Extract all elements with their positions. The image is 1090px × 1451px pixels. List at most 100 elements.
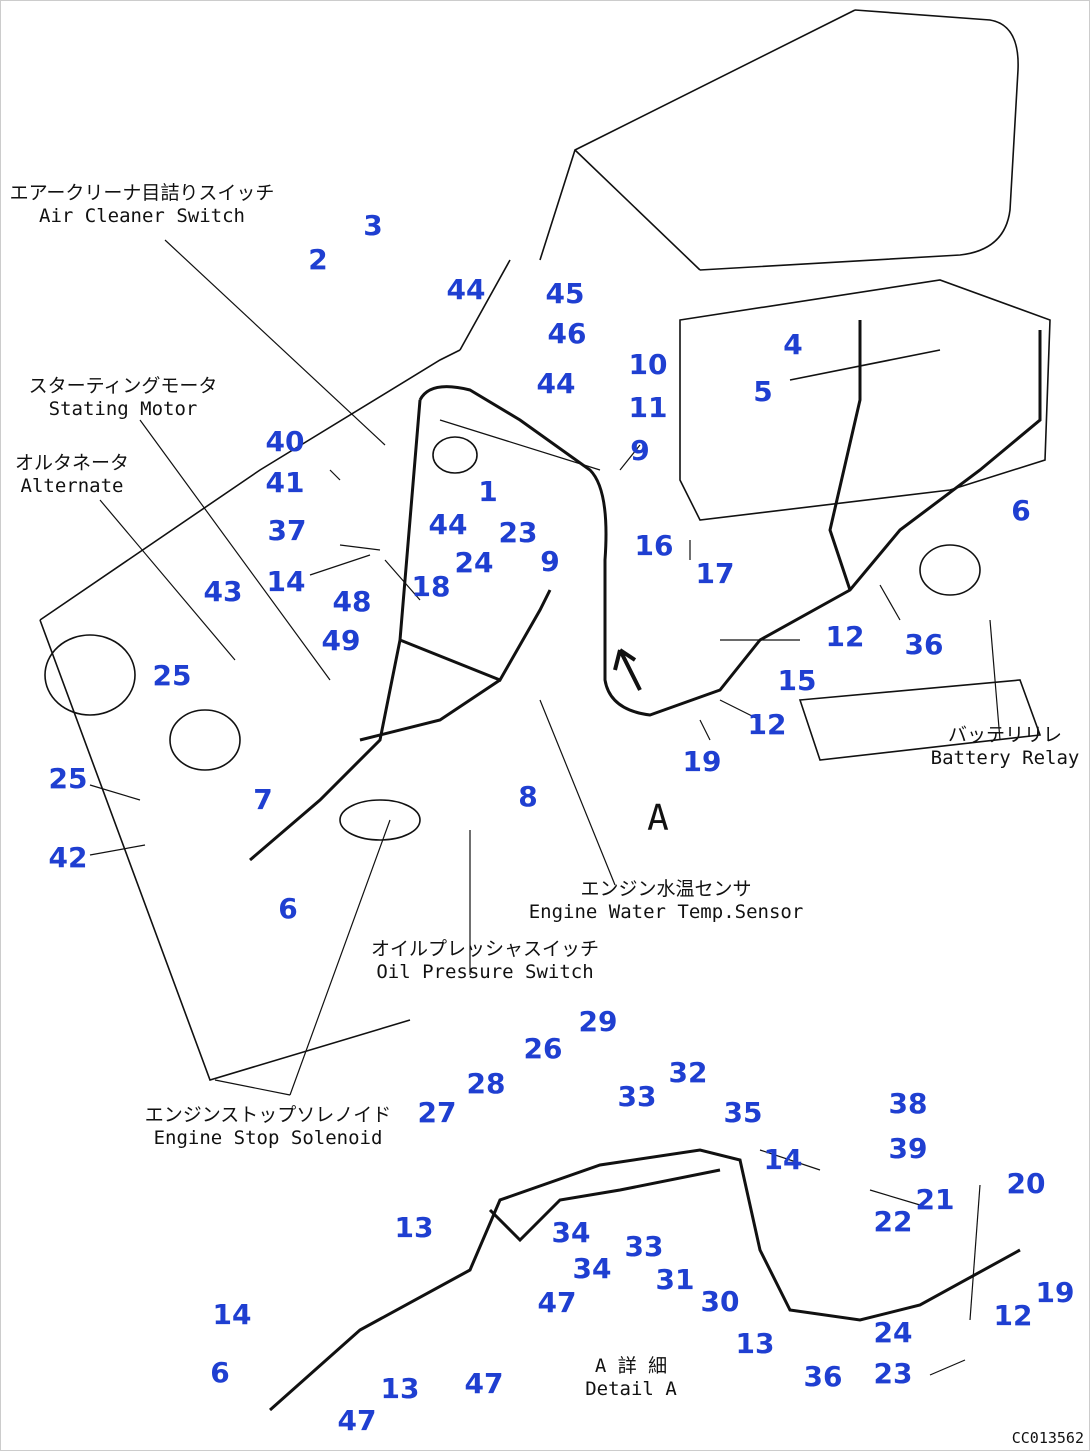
callout-21[interactable]: 21 <box>915 1183 955 1216</box>
starter-outline <box>44 634 136 716</box>
callout-12-a[interactable]: 12 <box>825 620 865 653</box>
callout-44-a[interactable]: 44 <box>446 273 486 306</box>
callout-28[interactable]: 28 <box>466 1067 506 1100</box>
callout-25-b[interactable]: 25 <box>48 762 88 795</box>
callout-22[interactable]: 22 <box>873 1205 913 1238</box>
callout-35[interactable]: 35 <box>723 1096 763 1129</box>
callout-41[interactable]: 41 <box>265 466 305 499</box>
callout-13-b[interactable]: 13 <box>380 1372 420 1405</box>
callout-13-a[interactable]: 13 <box>394 1211 434 1244</box>
callout-47-c[interactable]: 47 <box>337 1404 377 1437</box>
view-arrow <box>613 648 642 691</box>
callout-27[interactable]: 27 <box>417 1096 457 1129</box>
callout-26[interactable]: 26 <box>523 1032 563 1065</box>
callout-14-b[interactable]: 14 <box>763 1143 803 1176</box>
detail-harness-2 <box>488 1168 721 1243</box>
callout-36-a[interactable]: 36 <box>904 628 944 661</box>
label-battery-relay: バッテリリレ Battery Relay <box>931 724 1080 770</box>
water-temp-jp: エンジン水温センサ <box>580 878 752 900</box>
callout-10[interactable]: 10 <box>628 348 668 381</box>
callout-18[interactable]: 18 <box>411 570 451 603</box>
drawing-code: CC013562 <box>1011 1429 1084 1447</box>
callout-19-a[interactable]: 19 <box>682 745 722 778</box>
callout-6-left[interactable]: 6 <box>278 892 298 925</box>
callout-9-a[interactable]: 9 <box>630 434 650 467</box>
callout-30[interactable]: 30 <box>700 1285 740 1318</box>
callout-2[interactable]: 2 <box>308 243 328 276</box>
callout-4[interactable]: 4 <box>783 328 803 361</box>
callout-13-c[interactable]: 13 <box>735 1327 775 1360</box>
callout-20[interactable]: 20 <box>1006 1167 1046 1200</box>
callout-42[interactable]: 42 <box>48 841 88 874</box>
callout-29[interactable]: 29 <box>578 1005 618 1038</box>
callout-40[interactable]: 40 <box>265 425 305 458</box>
oil-pressure-en: Oil Pressure Switch <box>376 960 594 983</box>
callout-7[interactable]: 7 <box>253 783 273 816</box>
callout-23-a[interactable]: 23 <box>498 516 538 549</box>
callout-47-b[interactable]: 47 <box>464 1367 504 1400</box>
callout-33-b[interactable]: 33 <box>624 1230 664 1263</box>
detail-jp: A 詳 細 <box>594 1355 668 1377</box>
callout-6-detail[interactable]: 6 <box>210 1356 230 1389</box>
battery-relay-outline <box>919 544 981 596</box>
callout-6-top[interactable]: 6 <box>1011 494 1031 527</box>
seat-cushion <box>679 279 1051 521</box>
alternator-outline <box>169 709 241 771</box>
callout-33-a[interactable]: 33 <box>617 1080 657 1113</box>
callout-25-a[interactable]: 25 <box>152 659 192 692</box>
label-detail-a: A 詳 細 Detail A <box>585 1355 677 1401</box>
callout-8[interactable]: 8 <box>518 780 538 813</box>
battery-relay-jp: バッテリリレ <box>947 724 1062 746</box>
label-air-cleaner-switch: エアークリーナ目詰りスイッチ Air Cleaner Switch <box>10 182 275 228</box>
callout-38[interactable]: 38 <box>888 1087 928 1120</box>
callout-36-b[interactable]: 36 <box>803 1360 843 1393</box>
callout-14-a[interactable]: 14 <box>266 565 306 598</box>
starting-motor-jp: スターティングモータ <box>28 375 218 397</box>
callout-32[interactable]: 32 <box>668 1056 708 1089</box>
fuse-outline <box>432 436 478 474</box>
view-a-letter: A <box>647 798 669 839</box>
callout-43[interactable]: 43 <box>203 575 243 608</box>
callout-44-c[interactable]: 44 <box>428 508 468 541</box>
label-oil-pressure-switch: オイルプレッシャスイッチ Oil Pressure Switch <box>371 938 599 984</box>
stop-solenoid-en: Engine Stop Solenoid <box>153 1126 383 1149</box>
stop-solenoid-jp: エンジンストップソレノイド <box>144 1104 392 1126</box>
callout-17[interactable]: 17 <box>695 557 735 590</box>
water-temp-en: Engine Water Temp.Sensor <box>528 900 804 923</box>
callout-37[interactable]: 37 <box>267 514 307 547</box>
callout-46[interactable]: 46 <box>547 317 587 350</box>
battery-platform <box>798 679 1042 761</box>
callout-31[interactable]: 31 <box>655 1263 695 1296</box>
callout-49[interactable]: 49 <box>321 624 361 657</box>
callout-24-a[interactable]: 24 <box>454 546 494 579</box>
detail-harness <box>269 1148 1021 1412</box>
callout-11[interactable]: 11 <box>628 391 668 424</box>
callout-45[interactable]: 45 <box>545 277 585 310</box>
callout-16[interactable]: 16 <box>634 529 674 562</box>
callout-34-b[interactable]: 34 <box>572 1252 612 1285</box>
callout-3[interactable]: 3 <box>363 209 383 242</box>
callout-48[interactable]: 48 <box>332 585 372 618</box>
callout-14-c[interactable]: 14 <box>212 1298 252 1331</box>
harness-branch <box>249 399 552 862</box>
alternator-en: Alternate <box>20 474 124 497</box>
alternator-jp: オルタネータ <box>14 452 130 474</box>
air-cleaner-en: Air Cleaner Switch <box>39 204 245 227</box>
callout-44-b[interactable]: 44 <box>536 367 576 400</box>
callout-12-detail[interactable]: 12 <box>993 1299 1033 1332</box>
callout-12-b[interactable]: 12 <box>747 708 787 741</box>
callout-15[interactable]: 15 <box>777 664 817 697</box>
stop-solenoid-outline <box>339 799 421 841</box>
callout-5[interactable]: 5 <box>753 375 773 408</box>
callout-34-a[interactable]: 34 <box>551 1216 591 1249</box>
callout-24-b[interactable]: 24 <box>873 1316 913 1349</box>
air-cleaner-jp: エアークリーナ目詰りスイッチ <box>9 182 275 204</box>
callout-39[interactable]: 39 <box>888 1132 928 1165</box>
callout-23-b[interactable]: 23 <box>873 1357 913 1390</box>
callout-1[interactable]: 1 <box>478 475 498 508</box>
callout-9-b[interactable]: 9 <box>540 545 560 578</box>
callout-47-a[interactable]: 47 <box>537 1286 577 1319</box>
callout-19-b[interactable]: 19 <box>1035 1276 1075 1309</box>
